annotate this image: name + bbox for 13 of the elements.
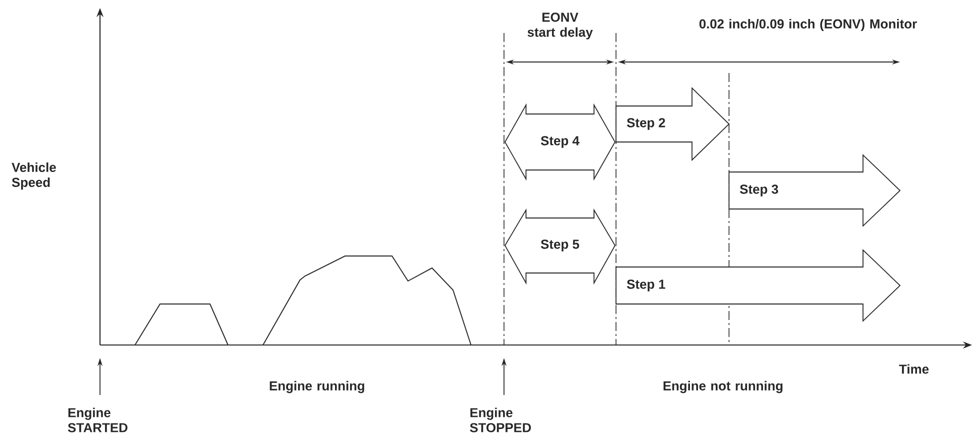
axis-label: Engine STOPPED — [470, 408, 531, 432]
axis-label: Engine STARTED — [68, 408, 128, 432]
axis-label: Engine not running — [664, 380, 782, 394]
step-block: Step 4 — [504, 103, 616, 181]
axis-label: Vehicle Speed — [12, 162, 56, 190]
step-block: Step 3 — [728, 154, 901, 228]
axis-label: EONV start delay — [528, 12, 593, 40]
step-block: Step 5 — [504, 208, 616, 285]
axis-label: 0.02 inch/0.09 inch (EONV) Monitor — [699, 18, 917, 32]
axis-label: Engine running — [270, 380, 364, 394]
step-block: Step 2 — [616, 86, 730, 162]
axis-label: Time — [899, 364, 929, 374]
step-block: Step 1 — [616, 248, 901, 322]
